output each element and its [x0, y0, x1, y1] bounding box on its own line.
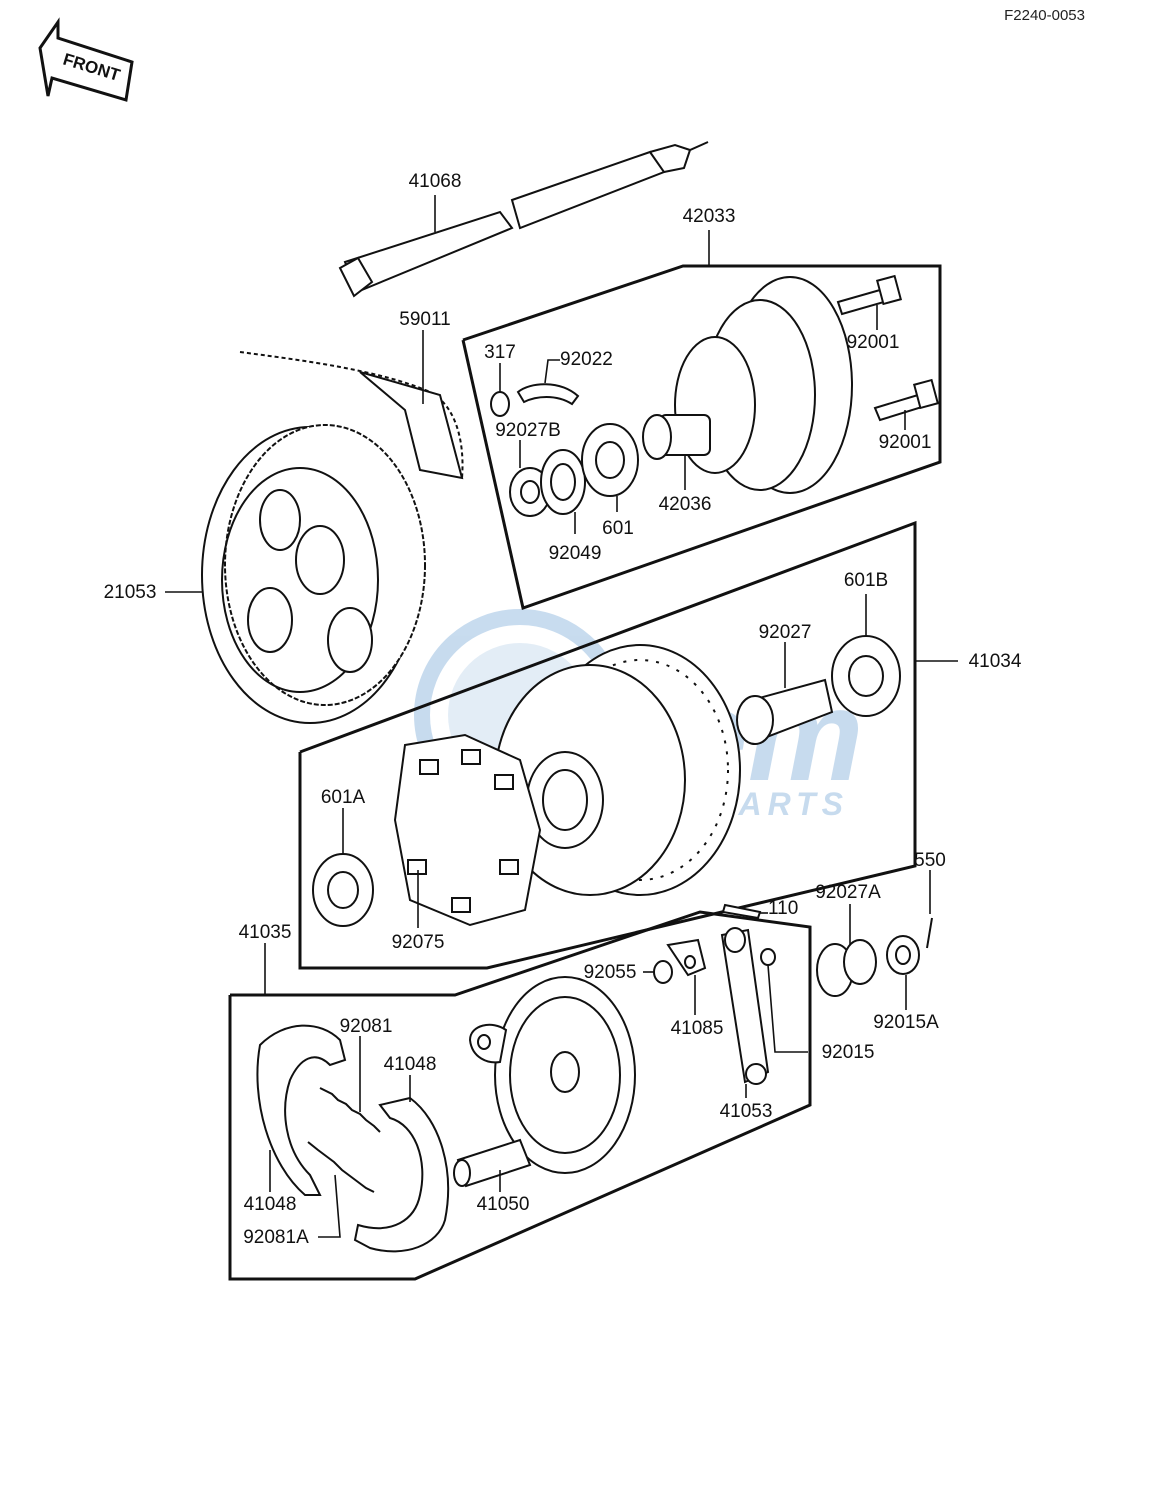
seal-92049: [540, 449, 586, 534]
damper-92075: [393, 733, 542, 928]
lever-41053: [720, 927, 770, 1098]
nut-92015: [760, 948, 808, 1053]
label-92027B: 92027B: [495, 420, 561, 441]
belt-59011: [239, 330, 464, 480]
washer-92055: [643, 960, 673, 984]
label-41048-rear: 41048: [384, 1054, 437, 1075]
bolt-92001-lower: [873, 378, 940, 430]
nut-92015A: [886, 935, 920, 1010]
lock-plate-92022: [516, 359, 580, 406]
diagram-code: F2240-0053: [1004, 7, 1085, 24]
label-41050: 41050: [477, 1194, 530, 1215]
label-317: 317: [484, 342, 516, 363]
label-92049: 92049: [549, 543, 602, 564]
nut-317: [490, 363, 510, 417]
label-59011: 59011: [399, 309, 450, 330]
box-41034: [298, 520, 958, 970]
label-41048-front: 41048: [244, 1194, 297, 1215]
label-42033: 42033: [683, 206, 736, 227]
label-110: 110: [768, 898, 798, 919]
label-41085: 41085: [671, 1018, 724, 1039]
label-42036: 42036: [659, 494, 712, 515]
brake-panel: [468, 976, 636, 1174]
label-41034: 41034: [969, 651, 1022, 672]
label-601B: 601B: [844, 570, 888, 591]
box-42033: [461, 230, 942, 610]
bearing-601A: [312, 808, 374, 927]
label-92027: 92027: [759, 622, 812, 643]
label-92022: 92022: [560, 349, 613, 370]
label-92027A: 92027A: [815, 882, 881, 903]
bearing-601: [581, 423, 639, 512]
label-601A: 601A: [321, 787, 366, 808]
label-601: 601: [602, 518, 634, 539]
bolt-92001-upper: [836, 274, 903, 330]
collar-92027: [736, 642, 834, 745]
wheel-hub-41034: [494, 644, 741, 896]
label-92075: 92075: [392, 932, 445, 953]
label-92001-upper: 92001: [847, 332, 900, 353]
spring-92081: [319, 1036, 381, 1133]
label-41035: 41035: [239, 922, 292, 943]
brake-shoe-41048-front: [256, 1024, 347, 1196]
front-arrow-icon: FRONT: [38, 17, 134, 102]
cotter-pin-550: [926, 870, 933, 949]
label-92081: 92081: [340, 1016, 393, 1037]
spring-92081A: [307, 1141, 375, 1238]
label-92015: 92015: [822, 1042, 875, 1063]
label-92055: 92055: [584, 962, 637, 983]
bolt-110: [721, 903, 768, 920]
label-92015A: 92015A: [873, 1012, 939, 1033]
box-41035: [228, 910, 812, 1281]
indicator-41085: [666, 938, 707, 1015]
brake-shoe-41048-rear: [353, 1075, 449, 1253]
axle-41068: [338, 141, 709, 298]
bearing-601B: [831, 594, 901, 717]
label-550: 550: [914, 850, 946, 871]
sprocket-21053: [165, 424, 426, 724]
label-41053: 41053: [720, 1101, 773, 1122]
cam-41050: [453, 1138, 532, 1192]
label-41068: 41068: [409, 171, 462, 192]
collar-92027A: [816, 904, 877, 997]
label-92001-lower: 92001: [879, 432, 932, 453]
label-92081A: 92081A: [243, 1227, 309, 1248]
label-21053: 21053: [104, 582, 157, 603]
sprocket-hub-42036: [642, 276, 853, 494]
